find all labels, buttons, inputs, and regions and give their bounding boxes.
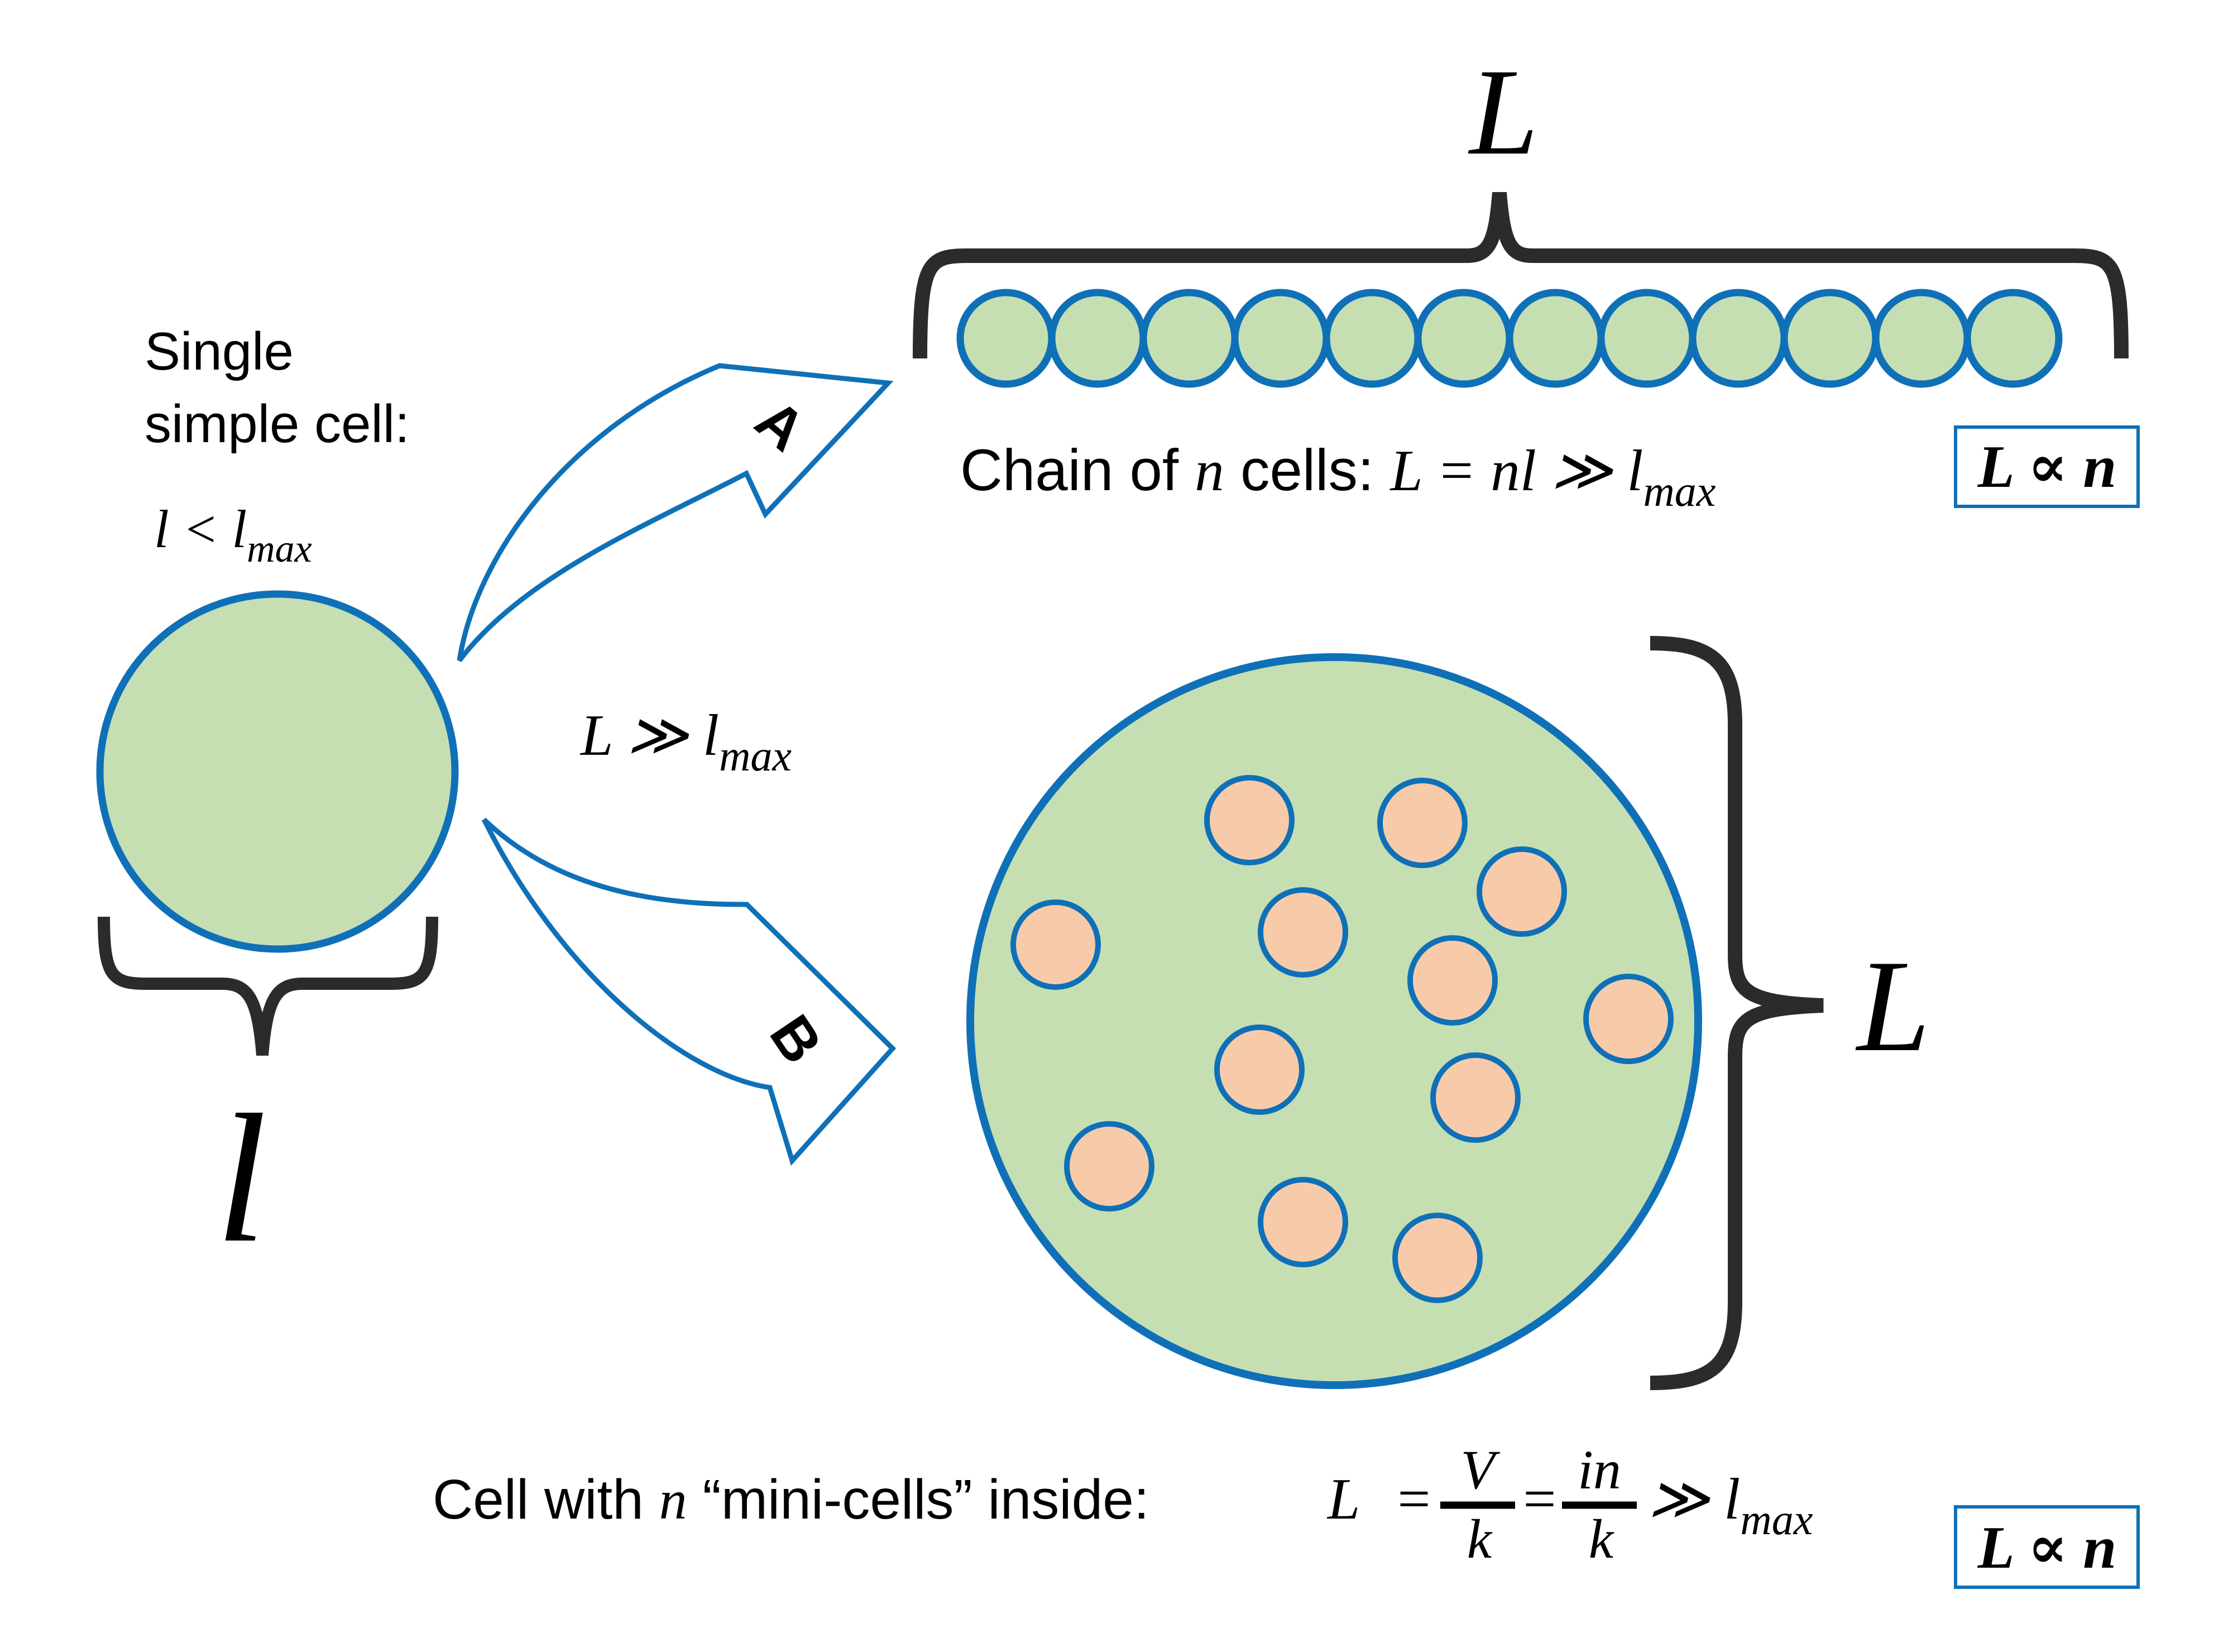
formula-numerator-2: in: [1578, 1439, 1621, 1501]
chain-cell: [1780, 289, 1880, 388]
branch-condition: L ≫ lmax: [579, 702, 792, 780]
formula-denominator-2: k: [1589, 1508, 1614, 1570]
chain-cell: [1414, 289, 1513, 388]
chain-cell: [1689, 289, 1788, 388]
chain-length-label: L: [1468, 44, 1538, 181]
mini-cell: [1214, 1024, 1305, 1115]
mini-cell: [1477, 846, 1567, 937]
single-cell-underbrace: [98, 916, 438, 1056]
mini-cells: [1010, 775, 1674, 1303]
formula-lhs: L: [1326, 1466, 1360, 1531]
single-cell-title-line1: Single: [145, 322, 294, 381]
branch-condition-main: L ≫ l: [579, 702, 719, 768]
chain-cell: [1872, 289, 1971, 388]
single-cell-group: Single simple cell: l < lmax l: [96, 322, 459, 1281]
chain-caption: Chain of n cells: L = nl ≫ lmax: [960, 438, 1716, 515]
mini-cell: [1583, 974, 1674, 1064]
formula-rhs-subscript: max: [1740, 1495, 1813, 1544]
chain-caption-middle: cells:: [1224, 438, 1391, 503]
chain-cell: [956, 289, 1056, 388]
chain-cell: [1139, 289, 1239, 388]
chain-group: L Chain of n cells: L = nl ≫ lmax L ∝ n: [913, 44, 2140, 515]
big-cell-group: L: [966, 636, 1930, 1390]
single-cell-circle: [96, 590, 459, 953]
mini-cell: [1407, 935, 1498, 1026]
mini-cell: [1010, 899, 1101, 990]
big-cell-result-box: [1954, 1505, 2140, 1589]
big-cell-caption-suffix: “mini-cells” inside:: [687, 1468, 1149, 1531]
single-cell-title-line2: simple cell:: [145, 394, 410, 454]
mini-cell: [1064, 1121, 1154, 1212]
single-cell-condition: l < lmax: [154, 499, 312, 571]
chain-overbrace: [913, 191, 2129, 359]
chain-cell: [1048, 289, 1147, 388]
mini-cell: [1258, 1177, 1348, 1267]
mini-cell: [1258, 887, 1348, 978]
arrow-b-icon: [481, 817, 897, 1166]
chain-result-text: L ∝ n: [1977, 434, 2117, 500]
mini-cell: [1377, 778, 1468, 868]
condition-main: l < l: [154, 499, 247, 559]
big-cell-result-text: L ∝ n: [1977, 1515, 2117, 1581]
big-cell-caption: Cell with n “mini-cells” inside:: [433, 1468, 1149, 1531]
formula-eq1: =: [1394, 1466, 1434, 1531]
chain-caption-formula: L = nl ≫ l: [1389, 438, 1643, 503]
chain-caption-prefix: Chain of: [960, 438, 1195, 503]
chain-cell: [1322, 289, 1422, 388]
formula-rhs-main: ≫ l: [1648, 1466, 1740, 1531]
chain-caption-n: n: [1195, 438, 1224, 503]
big-cell-length-label: L: [1855, 933, 1930, 1079]
branch-group: A B L ≫ lmax: [457, 363, 897, 1166]
chain-cells: [956, 289, 2063, 388]
branch-condition-subscript: max: [719, 731, 792, 780]
formula-eq2: =: [1520, 1466, 1559, 1531]
bottom-caption-group: Cell with n “mini-cells” inside: L = V k…: [433, 1439, 2140, 1589]
chain-cell: [1597, 289, 1697, 388]
mini-cell: [1430, 1052, 1521, 1143]
big-cell-caption-prefix: Cell with: [433, 1468, 659, 1531]
chain-result-box: [1954, 425, 2140, 508]
mini-cell: [1204, 775, 1295, 865]
chain-cell: [1963, 289, 2063, 388]
chain-cell: [1506, 289, 1605, 388]
big-cell-circle: [966, 653, 1702, 1389]
formula-rhs: ≫ lmax: [1648, 1466, 1813, 1544]
condition-subscript: max: [247, 528, 312, 571]
mini-cell: [1392, 1213, 1483, 1303]
chain-caption-formula-subscript: max: [1643, 467, 1716, 515]
arrow-a-icon: [457, 363, 894, 662]
big-cell-right-brace: [1650, 636, 1824, 1390]
big-cell-caption-n: n: [659, 1469, 687, 1531]
chain-cell: [1231, 289, 1330, 388]
single-cell-length-label: l: [215, 1077, 267, 1281]
formula-numerator-1: V: [1460, 1439, 1500, 1501]
formula-denominator-1: k: [1467, 1508, 1493, 1570]
